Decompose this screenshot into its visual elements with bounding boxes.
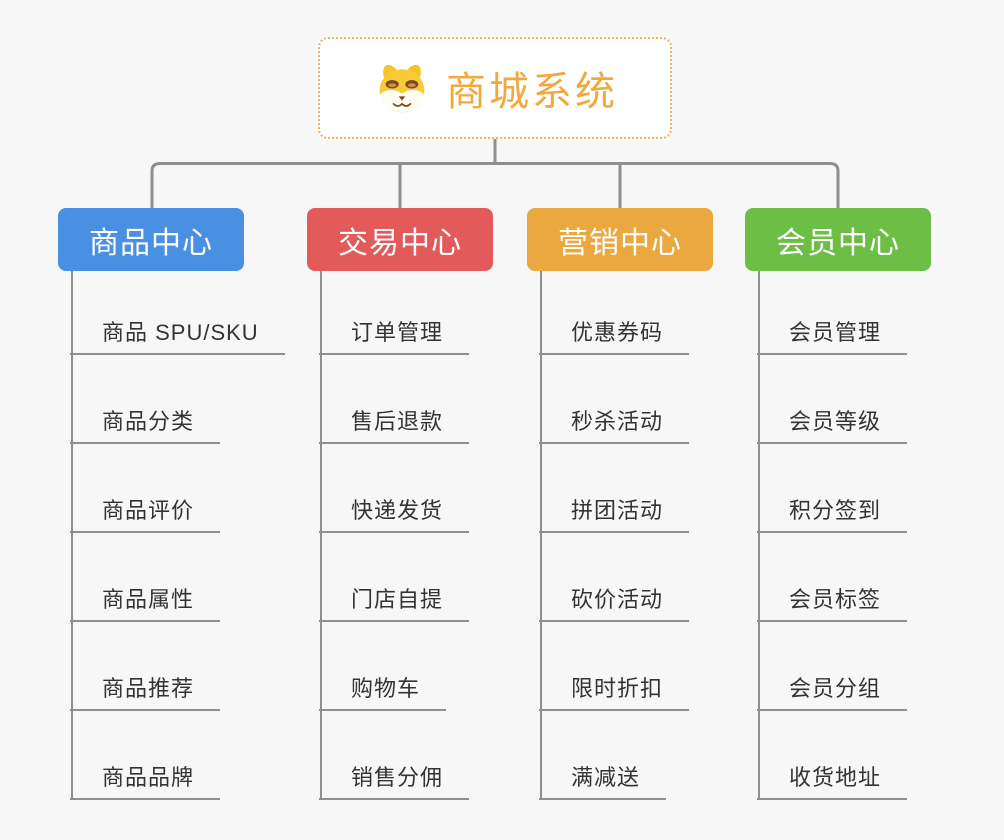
dog-icon	[379, 64, 425, 113]
leaf-node[interactable]: 商品评价	[70, 496, 221, 533]
leaf-node[interactable]: 商品分类	[70, 407, 221, 444]
branch-node-product-center[interactable]: 商品中心	[58, 208, 244, 271]
leaf-node[interactable]: 商品属性	[70, 585, 221, 622]
leaf-node[interactable]: 销售分佣	[319, 763, 470, 800]
branch-node-trade-center[interactable]: 交易中心	[307, 208, 493, 271]
leaf-node[interactable]: 满减送	[539, 763, 667, 800]
branch-member-center: 会员中心 会员管理 会员等级 积分签到 会员标签 会员分组 收货地址	[745, 208, 1000, 840]
branch-spine	[758, 271, 760, 800]
leaf-node[interactable]: 秒杀活动	[539, 407, 690, 444]
branch-spine	[71, 271, 73, 800]
leaf-node[interactable]: 会员分组	[757, 674, 908, 711]
leaf-node[interactable]: 商品推荐	[70, 674, 221, 711]
leaf-node[interactable]: 门店自提	[319, 585, 470, 622]
branch-trade-center: 交易中心 订单管理 售后退款 快递发货 门店自提 购物车 销售分佣	[307, 208, 562, 840]
branch-spine	[540, 271, 542, 800]
leaf-node[interactable]: 订单管理	[319, 318, 470, 355]
leaf-node[interactable]: 砍价活动	[539, 585, 690, 622]
branch-marketing-center: 营销中心 优惠券码 秒杀活动 拼团活动 砍价活动 限时折扣 满减送	[527, 208, 782, 840]
branch-node-marketing-center[interactable]: 营销中心	[527, 208, 713, 271]
leaf-node[interactable]: 商品 SPU/SKU	[70, 318, 285, 355]
leaf-node[interactable]: 限时折扣	[539, 674, 690, 711]
branch-product-center: 商品中心 商品 SPU/SKU 商品分类 商品评价 商品属性 商品推荐 商品品牌	[58, 208, 313, 840]
leaf-node[interactable]: 购物车	[319, 674, 447, 711]
leaf-node[interactable]: 优惠券码	[539, 318, 690, 355]
branch-spine	[320, 271, 322, 800]
root-title: 商城系统	[446, 70, 618, 114]
leaf-node[interactable]: 会员等级	[757, 407, 908, 444]
leaf-node[interactable]: 售后退款	[319, 407, 470, 444]
leaf-node[interactable]: 积分签到	[757, 496, 908, 533]
leaf-node[interactable]: 快递发货	[319, 496, 470, 533]
leaf-node[interactable]: 拼团活动	[539, 496, 690, 533]
branch-bus	[150, 162, 840, 209]
leaf-node[interactable]: 收货地址	[757, 763, 908, 800]
leaf-node[interactable]: 会员管理	[757, 318, 908, 355]
leaf-node[interactable]: 商品品牌	[70, 763, 221, 800]
leaf-node[interactable]: 会员标签	[757, 585, 908, 622]
branch-node-member-center[interactable]: 会员中心	[745, 208, 931, 271]
root-node[interactable]: 商城系统	[318, 37, 672, 139]
